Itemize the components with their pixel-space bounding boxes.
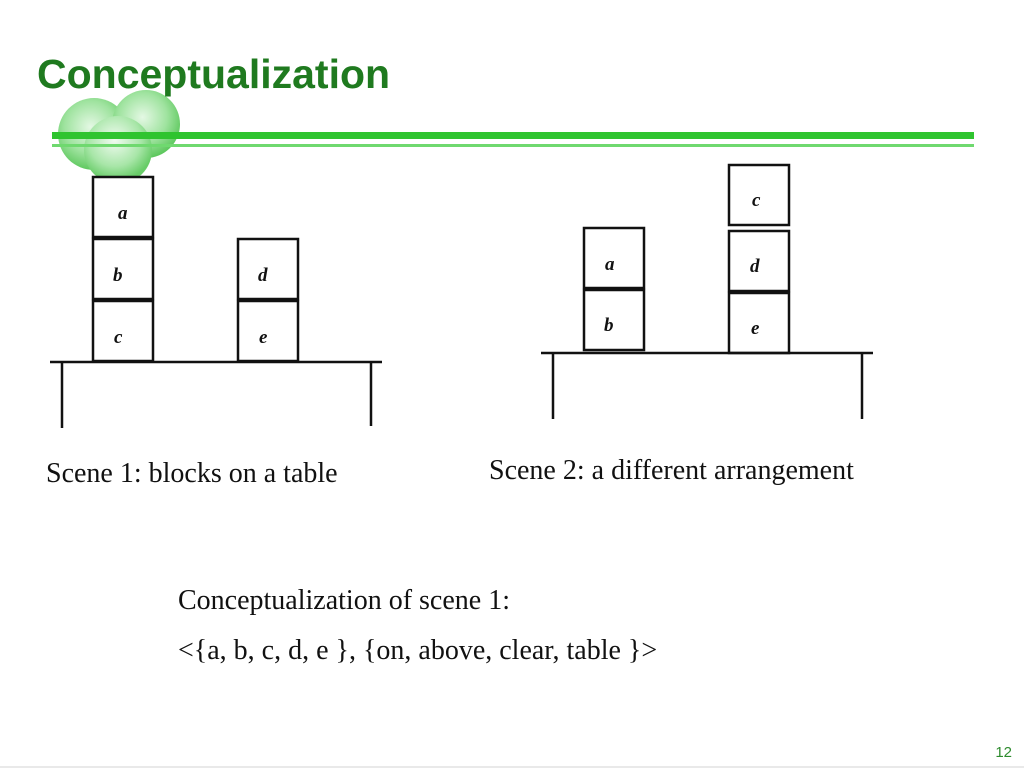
scene1-label-a: a <box>118 203 128 224</box>
footer-rule <box>0 766 1024 768</box>
scene2-label-d: d <box>750 256 760 277</box>
scene1-block-e <box>236 299 300 363</box>
scene2-label-a: a <box>605 254 615 275</box>
scene2-caption: Scene 2: a different arrangement <box>489 455 854 486</box>
scene2-label-b: b <box>604 315 614 336</box>
scene2-block-a <box>582 226 646 290</box>
scene1-label-b: b <box>113 265 123 286</box>
scene1-block-a <box>91 175 155 239</box>
scene2-label-c: c <box>752 190 761 211</box>
scene2-label-e: e <box>751 318 760 339</box>
scene1-block-b <box>91 237 155 301</box>
scene1-label-d: d <box>258 265 268 286</box>
scene2-block-e <box>727 291 791 355</box>
header-rule-thick <box>52 132 974 139</box>
conceptualization-tuple: <{a, b, c, d, e }, {on, above, clear, ta… <box>178 635 658 666</box>
conceptualization-heading: Conceptualization of scene 1: <box>178 585 510 616</box>
scene1-block-c <box>91 299 155 363</box>
header-rule-thin <box>52 144 974 147</box>
scene2-block-b <box>582 288 646 352</box>
scene1-label-c: c <box>114 327 123 348</box>
scene1-label-e: e <box>259 327 268 348</box>
header-decoration <box>52 90 974 184</box>
scene2-block-d <box>727 229 791 293</box>
page-number: 12 <box>995 744 1012 761</box>
scene2-block-c <box>727 163 791 227</box>
blocks-scenes: a b c d e a b c d e <box>50 163 873 428</box>
scene1-caption: Scene 1: blocks on a table <box>46 458 338 489</box>
scene1-block-d <box>236 237 300 301</box>
slide-title: Conceptualization <box>37 51 391 97</box>
